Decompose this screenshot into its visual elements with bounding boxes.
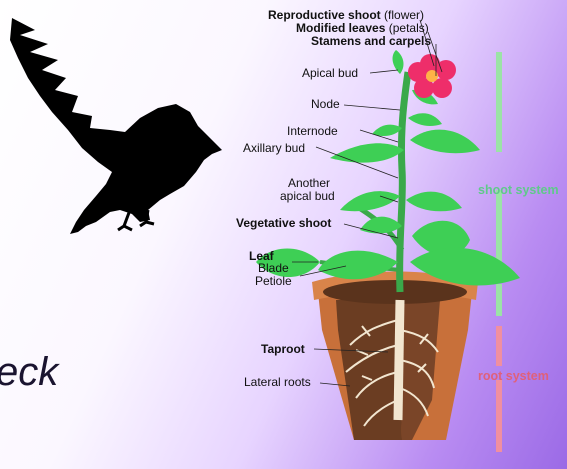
label-internode: Internode xyxy=(287,125,338,138)
label-axillary-bud: Axillary bud xyxy=(243,142,305,155)
taproot-line xyxy=(398,300,400,420)
label-lateral-roots: Lateral roots xyxy=(244,376,311,389)
label-root-system: root system xyxy=(478,369,549,383)
stem xyxy=(400,72,408,292)
label-vegetative-shoot: Vegetative shoot xyxy=(236,217,331,230)
soil-top xyxy=(323,280,467,304)
root-system-bar-2 xyxy=(496,380,502,452)
shoot-system-bar-1 xyxy=(496,52,502,152)
label-apical-bud-2: apical bud xyxy=(280,190,335,203)
root-system-bar-1 xyxy=(496,326,502,366)
label-apical-bud: Apical bud xyxy=(302,67,358,80)
label-petiole: Petiole xyxy=(255,275,292,288)
label-stamens-carpels: Stamens and carpels xyxy=(311,35,431,48)
label-shoot-system: shoot system xyxy=(478,183,559,197)
label-node: Node xyxy=(311,98,340,111)
shoot-system-bar-3 xyxy=(496,284,502,316)
label-taproot: Taproot xyxy=(261,343,305,356)
leaves xyxy=(256,50,520,285)
